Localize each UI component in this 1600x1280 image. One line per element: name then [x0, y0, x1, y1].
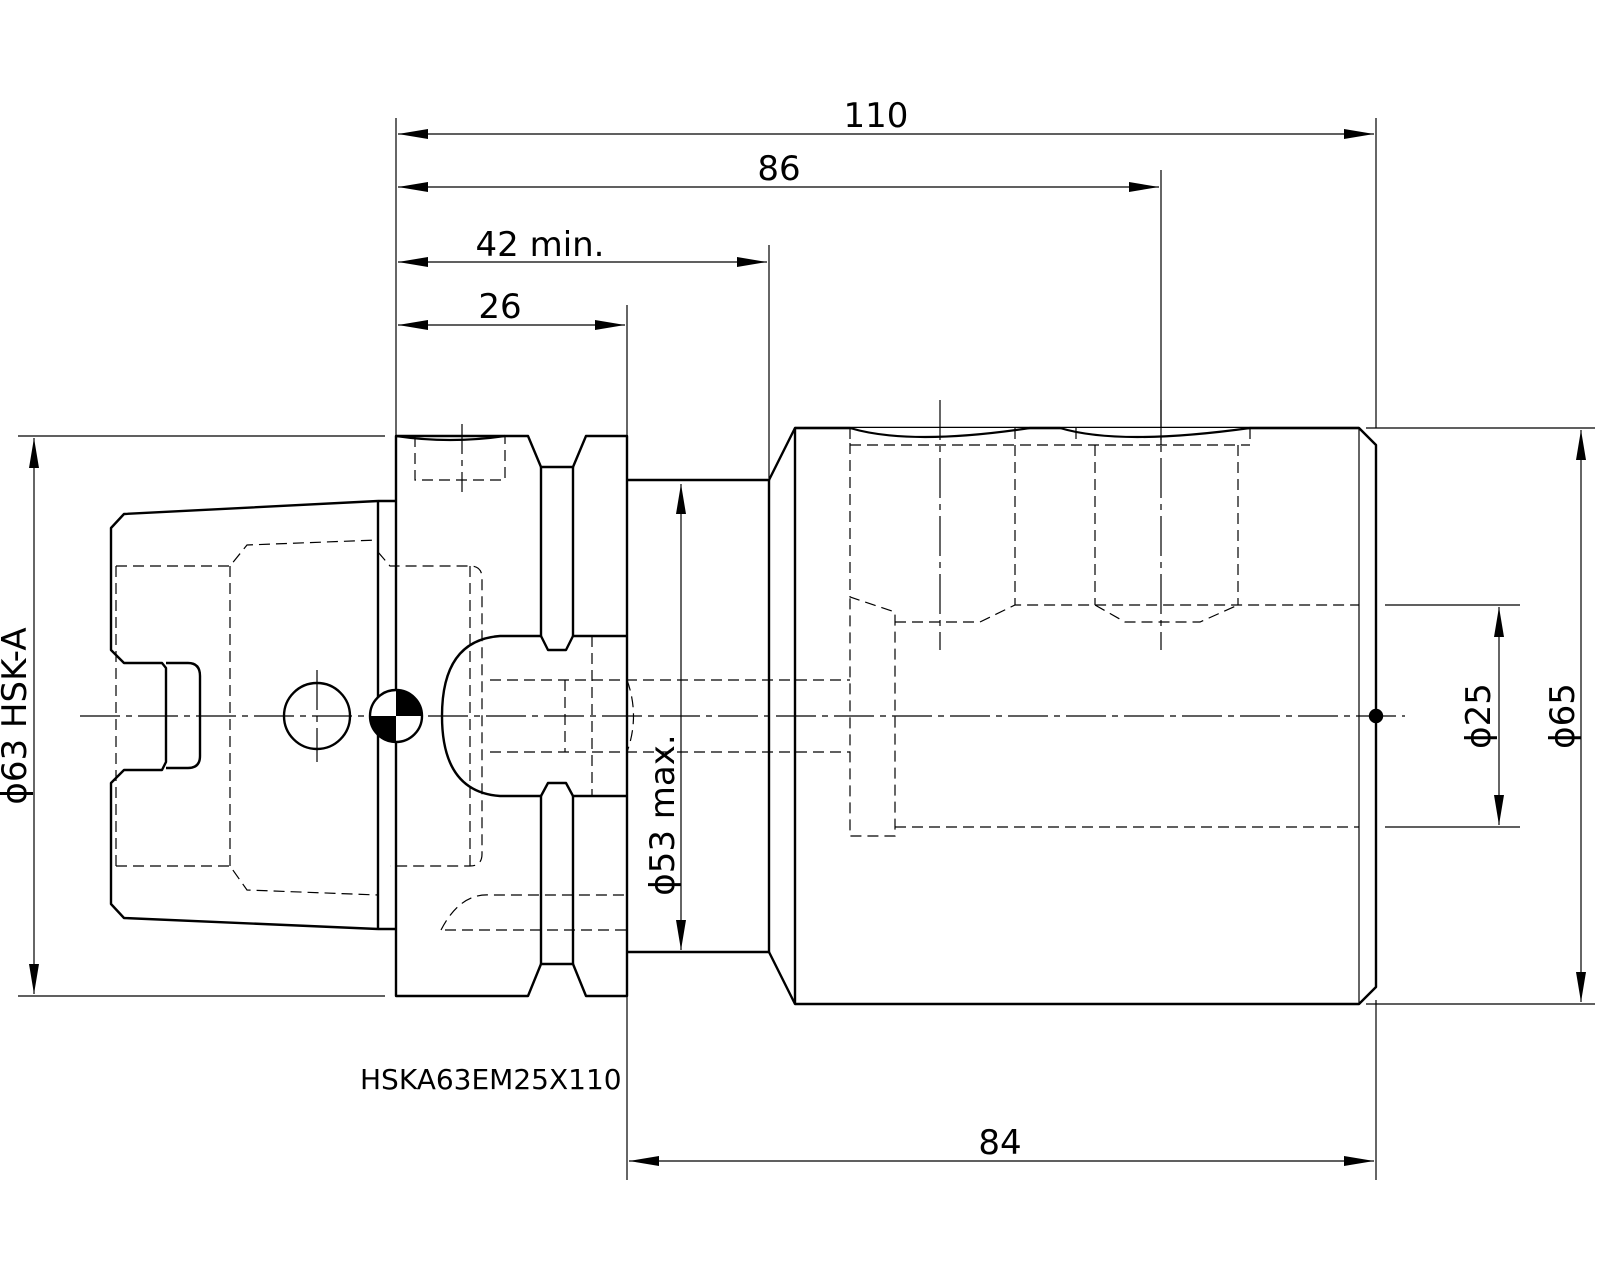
relief-cuts	[395, 426, 1359, 442]
dim-63-hsk-label: ϕ63 HSK-A	[0, 627, 35, 804]
dim-86-label: 86	[757, 149, 800, 189]
dim-110-label: 110	[844, 96, 909, 136]
hidden-lines	[115, 424, 1359, 931]
dim-42-min-label: 42 min.	[476, 225, 605, 265]
balance-symbol	[368, 688, 424, 744]
dim-25-label: ϕ25	[1459, 683, 1499, 749]
dim-65-label: ϕ65	[1543, 683, 1583, 749]
screw-centerlines	[316, 400, 1162, 762]
extension-lines	[18, 118, 1595, 1180]
dim-53-max-label: ϕ53 max.	[643, 734, 683, 895]
dimension-lines	[29, 129, 1586, 1166]
part-number: HSKA63EM25X110	[360, 1063, 622, 1096]
dim-84-label: 84	[978, 1123, 1021, 1163]
dim-26-label: 26	[478, 287, 521, 327]
